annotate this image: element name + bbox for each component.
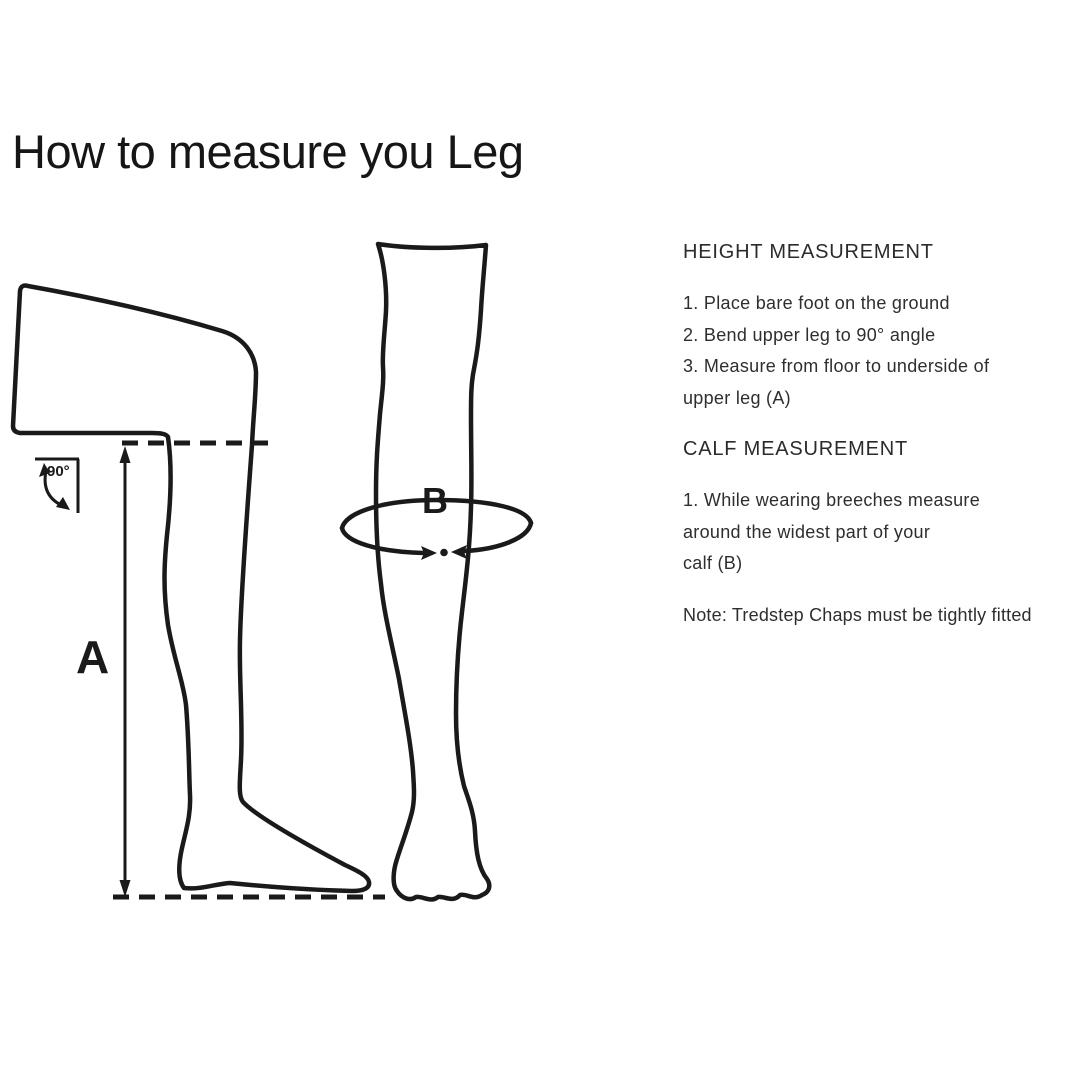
tape-arrow-head-right bbox=[451, 545, 467, 559]
calf-step-line: calf (B) bbox=[683, 553, 743, 573]
angle-arrow-head-top bbox=[39, 463, 50, 477]
calf-tape-ellipse bbox=[339, 497, 534, 556]
height-step-line: upper leg (A) bbox=[683, 387, 791, 408]
front-view-leg-outline bbox=[373, 241, 492, 902]
height-measure-arrow bbox=[119, 446, 131, 897]
tape-top-arc bbox=[339, 497, 534, 531]
tape-bottom-right-arc bbox=[462, 520, 534, 554]
measurement-label-a: A bbox=[76, 631, 110, 683]
calf-step-line: 1. While wearing breeches measure bbox=[683, 490, 981, 510]
fitting-note: Note: Tredstep Chaps must be tightly fit… bbox=[683, 605, 1032, 625]
tape-arrow-head-left bbox=[421, 546, 437, 560]
arrow-head-up bbox=[119, 446, 131, 463]
calf-measurement-heading: CALF MEASUREMENT bbox=[683, 438, 909, 460]
height-step-line: 3. Measure from floor to underside of bbox=[683, 356, 990, 376]
measurement-label-b: B bbox=[422, 480, 448, 521]
angle-degree-label: 90° bbox=[47, 463, 70, 480]
calf-measurement-steps: 1. While wearing breeches measure around… bbox=[683, 485, 980, 580]
angle-arrow-head-bottom bbox=[56, 497, 70, 510]
page-title: How to measure you Leg bbox=[12, 125, 524, 178]
arrow-head-down bbox=[119, 880, 131, 897]
height-step-line: 1. Place bare foot on the ground bbox=[683, 293, 950, 313]
height-measurement-heading: HEIGHT MEASUREMENT bbox=[683, 241, 934, 263]
calf-step-line: around the widest part of your bbox=[683, 521, 931, 542]
height-step-line: 2. Bend upper leg to 90° angle bbox=[683, 324, 936, 345]
height-measurement-steps: 1. Place bare foot on the ground 2. Bend… bbox=[683, 288, 989, 414]
side-view-leg-outline bbox=[10, 283, 372, 894]
tape-center-dot bbox=[440, 548, 448, 557]
tape-bottom-left-arc bbox=[339, 525, 427, 556]
